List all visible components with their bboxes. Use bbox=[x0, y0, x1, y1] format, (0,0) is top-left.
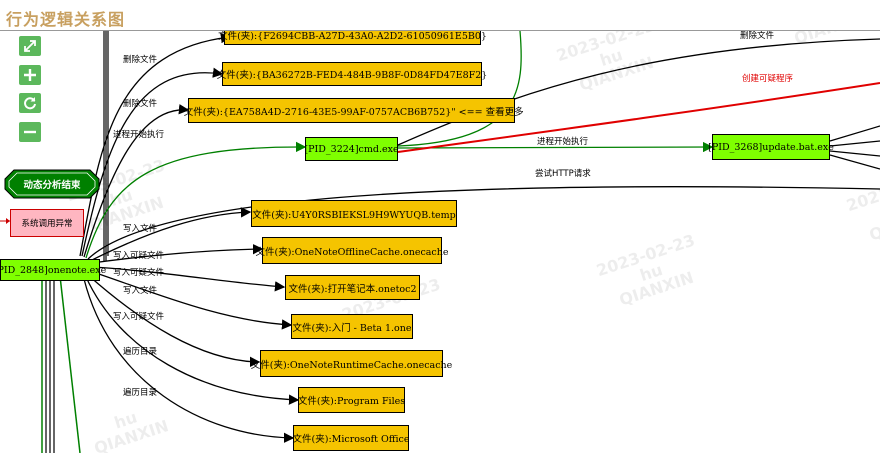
process-node-onenote[interactable]: [PID_2848]onenote.exe bbox=[0, 259, 106, 281]
page-title: 行为逻辑关系图 bbox=[6, 10, 126, 29]
edge-label: 遍历目录 bbox=[123, 388, 158, 398]
plus-icon bbox=[24, 69, 36, 81]
edge-label: 遍历目录 bbox=[123, 347, 158, 357]
edge-label: 创建可疑程序 bbox=[742, 74, 794, 84]
file-node[interactable]: 文件(夹):Program Files bbox=[298, 387, 405, 413]
refresh-button[interactable] bbox=[19, 93, 41, 113]
file-node[interactable]: 文件(夹):U4Y0RSBIEKSL9H9WYUQB.temp bbox=[251, 200, 457, 227]
edge-label: 尝试HTTP请求 bbox=[535, 169, 591, 179]
edge-label: 写入可疑文件 bbox=[113, 268, 165, 278]
status-node-shape bbox=[4, 169, 100, 199]
file-node[interactable]: 文件(夹):OneNoteOfflineCache.onecache bbox=[256, 237, 449, 264]
zoom-out-button[interactable] bbox=[19, 122, 41, 142]
edge-label: 写入可疑文件 bbox=[113, 251, 165, 261]
status-node[interactable]: 动态分析结束 bbox=[23, 180, 81, 191]
zoom-in-button[interactable] bbox=[19, 65, 41, 85]
fit-view-button[interactable] bbox=[19, 36, 41, 56]
file-node[interactable]: 文件(夹):Microsoft Office bbox=[293, 425, 409, 451]
title-bar: 行为逻辑关系图 bbox=[0, 0, 880, 31]
expand-icon bbox=[24, 40, 36, 52]
file-node[interactable]: 文件(夹):OneNoteRuntimeCache.onecache bbox=[251, 350, 452, 377]
edge-label: 删除文件 bbox=[123, 55, 158, 65]
minus-icon bbox=[24, 130, 36, 134]
file-node-view-more[interactable]: "文件(夹):{EA758A4D-2716-43E5-99AF-0757ACB6… bbox=[179, 98, 524, 123]
edge-label: 删除文件 bbox=[123, 99, 158, 109]
process-node-update[interactable]: [PID_3268]update.bat.exe bbox=[708, 134, 834, 160]
file-node[interactable]: 文件(夹):{F2694CBB-A27D-43A0-A2D2-61050961E… bbox=[218, 31, 487, 45]
refresh-icon bbox=[24, 97, 36, 110]
edge-label: 写入可疑文件 bbox=[113, 312, 165, 322]
edge-label: 写入文件 bbox=[123, 224, 158, 234]
edge-label: 写入文件 bbox=[123, 286, 158, 296]
file-node[interactable]: 文件(夹):入门 - Beta 1.one bbox=[291, 314, 413, 339]
file-node[interactable]: 文件(夹):{BA36272B-FED4-484B-9B8F-0D84FD47E… bbox=[217, 62, 487, 86]
error-node[interactable]: 系统调用异常 bbox=[10, 209, 84, 237]
process-node-cmd[interactable]: [PID_3224]cmd.exe bbox=[304, 137, 399, 161]
graph-edges bbox=[0, 31, 880, 453]
edge-label: 进程开始执行 bbox=[113, 130, 165, 140]
edge-label: 删除文件 bbox=[740, 31, 775, 41]
edge-label: 进程开始执行 bbox=[537, 137, 589, 147]
file-node[interactable]: 文件(夹):打开笔记本.onetoc2 bbox=[285, 275, 420, 300]
